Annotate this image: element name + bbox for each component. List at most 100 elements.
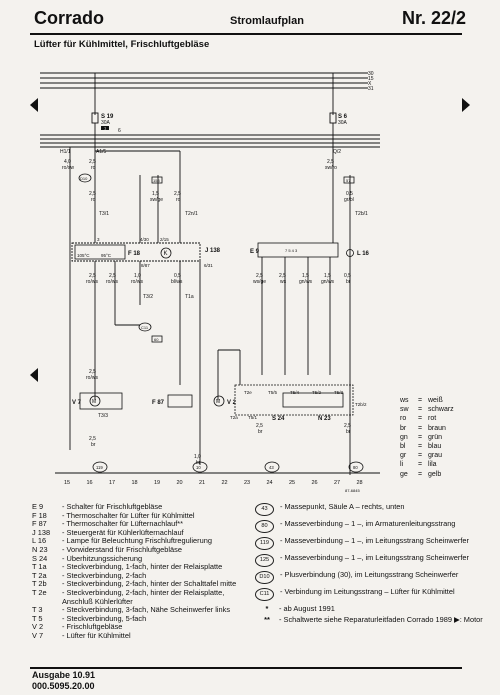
wire-color-v4: br	[258, 429, 263, 435]
legend-item: T 2a- Steckverbindung, 2-fach	[32, 570, 147, 580]
label-l16: L 16	[357, 251, 370, 257]
wire-label-w2: 2,5	[89, 159, 96, 165]
wire-label-w7: 0,5	[346, 191, 353, 197]
track-number: 26	[312, 480, 318, 486]
relay-block-j138	[71, 242, 201, 262]
label-v2: V 2	[227, 400, 237, 406]
e9-positions: 7 5 4 3	[285, 248, 298, 253]
legend-item: N 23- Vorwiderstand für Frischluftgebläs…	[32, 544, 182, 554]
wire-color-v2: br	[91, 442, 96, 448]
legend-item: V 2- Frischluftgebläse	[32, 622, 123, 632]
wire-color-w6: sw/ro	[325, 165, 337, 171]
label-six: 6	[118, 128, 121, 134]
left-edge-arrow-2	[30, 368, 38, 382]
relay-tag-box	[101, 126, 109, 130]
track-number: 27	[334, 480, 340, 486]
color-code-row: ws=weiß	[400, 397, 443, 404]
wiring-diagram: 30 15 X 31 H1/1 A1/5 Q/2 S 19 30A 1 6 S …	[30, 71, 470, 493]
page-subtitle: Lüfter für Kühlmittel, Frischluftgebläse	[34, 39, 210, 50]
connector-t3-2: T3/2	[143, 294, 153, 300]
right-edge-arrow	[462, 98, 470, 112]
legend-item: L 16- Lampe für Beleuchtung Frischluftre…	[32, 536, 212, 546]
ground-80-label: 80	[353, 465, 358, 470]
wire-color-w5: ro	[176, 197, 181, 203]
connector-t1a: T1a	[185, 294, 194, 300]
wire-color-c5: br	[346, 279, 351, 285]
connector-d10-label: D10	[80, 176, 88, 181]
label-f18: F 18	[128, 251, 141, 257]
wire-label-v3: 1,0	[194, 454, 201, 460]
page-header: Corrado Stromlaufplan Nr. 22/2 Lüfter fü…	[0, 0, 500, 50]
connector-d10	[78, 173, 92, 183]
color-code-row: gn=grün	[400, 433, 443, 441]
connector-t5-4: T5/4	[290, 390, 300, 395]
wire-color-w4: sw/ge	[150, 197, 163, 203]
track-number: 28	[357, 480, 363, 486]
fuse-s6-label: S 6	[338, 114, 348, 120]
wire-label-w3: 2,5	[89, 191, 96, 197]
fuse-s19-label: S 19	[101, 114, 114, 120]
wire-color-v3: br	[196, 460, 201, 466]
legend-item: S 24- Überhitzungssicherung	[32, 553, 143, 563]
connector-57-label: 57	[346, 178, 351, 183]
part-number: 000.5095.20.00	[32, 681, 95, 691]
fan-motor-v7	[89, 395, 101, 407]
pin-2-15: 2/15	[160, 237, 169, 242]
wire-color-b1: ro/ws	[86, 279, 98, 285]
wire-label-v4: 2,5	[256, 423, 263, 429]
header-rule	[30, 33, 462, 35]
relay-k	[160, 247, 172, 259]
legend-item: Anschluß Kühlerlüfter	[62, 597, 133, 606]
wire-label-w4: 1,5	[152, 191, 159, 197]
svg-text:M: M	[216, 399, 220, 405]
wire-label-w5: 2,5	[174, 191, 181, 197]
connector-t2a: T2a	[230, 415, 238, 420]
wire-label-c2: 2,5	[279, 273, 286, 279]
bus-label-31: 31	[368, 86, 374, 92]
label-f87: F 87	[152, 400, 165, 406]
bus-label-15: 15	[368, 76, 374, 82]
wire-color-c4: gn/ws	[321, 279, 335, 285]
connector-t2n-1: T2n/1	[185, 211, 198, 217]
footnote: **- Schaltwerte siehe Reparaturleitfaden…	[264, 614, 483, 624]
label-a1: A1/5	[96, 149, 107, 155]
track-number: 24	[267, 480, 273, 486]
svg-text:M: M	[92, 399, 96, 405]
wire-color-b2: ro/ws	[106, 279, 118, 285]
connector-60-label: 60	[154, 337, 159, 342]
bus-label-30: 30	[368, 71, 374, 77]
edition: Ausgabe 10.91	[32, 670, 96, 680]
connector-c11-label: C11	[141, 325, 149, 330]
reference-code: 87-6845	[345, 488, 360, 493]
label-e9: E 9	[250, 249, 260, 255]
color-code-row: sw=schwarz	[400, 406, 454, 414]
track-number: 22	[222, 480, 228, 486]
track-number: 16	[87, 480, 93, 486]
ground-c10-label: 10	[196, 465, 201, 470]
wire-label-c5: 0,5	[344, 273, 351, 279]
ground-legend-item: 80- Masseverbindung – 1 –, im Armaturenl…	[255, 519, 495, 533]
legend-item: J 138- Steuergerät für Kühlerlüfternachl…	[32, 527, 184, 537]
label-j138: J 138	[205, 248, 221, 254]
connector-57	[343, 176, 355, 184]
wire-label-b3: 1,0	[134, 273, 141, 279]
label-q2: Q/2	[333, 149, 341, 155]
footnote: *- ab August 1991	[265, 604, 335, 613]
connector-t2e: T2e	[244, 390, 252, 395]
wire-label-w6: 2,5	[327, 159, 334, 165]
wire-color-v5: br	[346, 429, 351, 435]
ground-43-label: 43	[269, 465, 274, 470]
document-title: Stromlaufplan	[230, 15, 304, 27]
ground-43	[264, 461, 280, 473]
label-h1: H1/1	[60, 149, 71, 155]
ground-legend-item: 125- Masseverbindung – 1 –, im Leitungss…	[255, 553, 495, 567]
wire-color-w7: gr/bl	[344, 197, 354, 203]
temp-105: 105°C	[77, 253, 90, 258]
legend-item: V 7- Lüfter für Kühlmittel	[32, 630, 131, 640]
connector-t5-1: T5/1	[248, 415, 258, 420]
ground-c10	[192, 461, 208, 473]
fan-motor-v7-box	[79, 392, 123, 410]
